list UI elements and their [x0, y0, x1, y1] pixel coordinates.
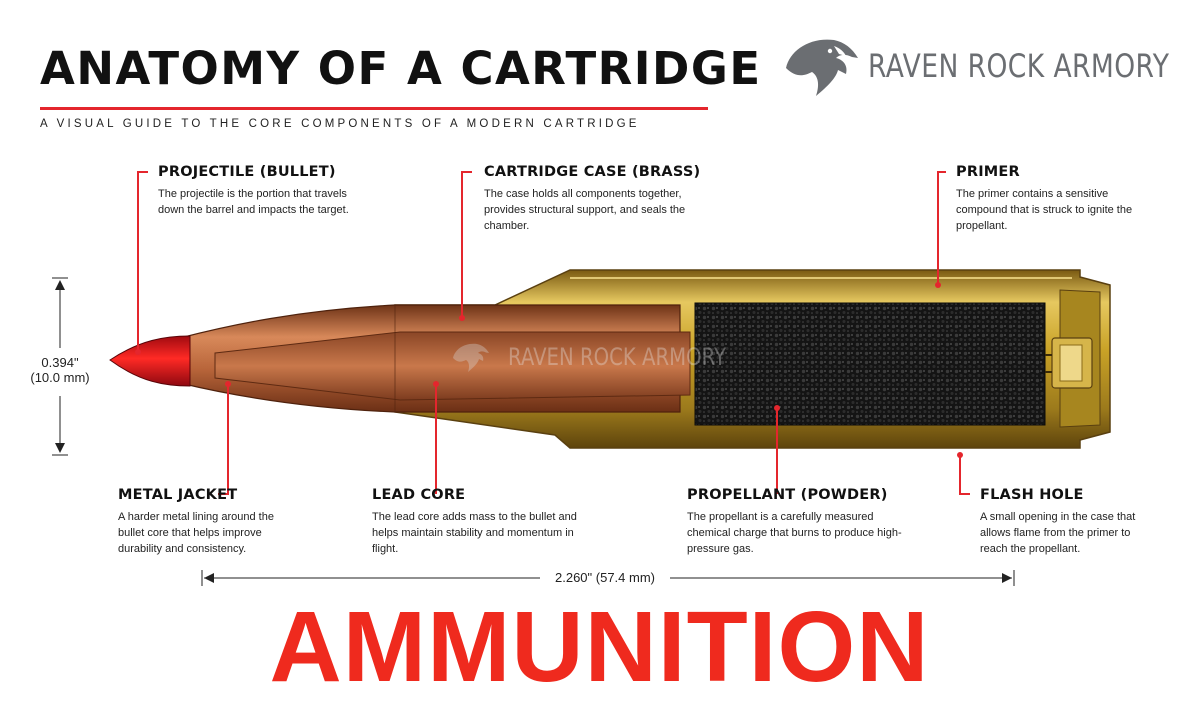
dimension-lines — [52, 277, 1015, 586]
callout-lead-core: LEAD CORE The lead core adds mass to the… — [372, 487, 577, 557]
diameter-inches: 0.394" — [41, 355, 79, 370]
leader-primer — [937, 171, 946, 285]
brand-watermark: RAVEN ROCK ARMORY — [448, 340, 768, 376]
primer — [1045, 337, 1093, 389]
lead-core-body — [214, 331, 691, 401]
callout-title: PROPELLANT (POWDER) — [687, 487, 888, 503]
watermark-text: RAVEN ROCK ARMORY — [508, 343, 727, 371]
callout-propellant: PROPELLANT (POWDER) The propellant is a … — [687, 487, 902, 557]
brand-name: RAVEN ROCK ARMORY — [868, 47, 1170, 85]
callout-leaders — [137, 171, 970, 495]
callout-text: A small opening in the case that allows … — [980, 511, 1136, 555]
callout-projectile: PROJECTILE (BULLET) The projectile is th… — [158, 164, 358, 218]
title-underline — [40, 107, 708, 110]
callout-text: A harder metal lining around the bullet … — [118, 511, 274, 555]
callout-text: The projectile is the portion that trave… — [158, 188, 349, 216]
leader-dots — [135, 282, 963, 458]
projectile — [109, 304, 691, 413]
leader-jacket — [218, 384, 229, 495]
page-subtitle: A VISUAL GUIDE TO THE CORE COMPONENTS OF… — [40, 118, 640, 130]
callout-title: PROJECTILE (BULLET) — [158, 164, 336, 180]
callout-title: FLASH HOLE — [980, 487, 1084, 503]
callout-text: The lead core adds mass to the bullet an… — [372, 511, 577, 555]
callout-text: The primer contains a sensitive compound… — [956, 188, 1133, 232]
headline: AMMUNITION — [269, 591, 930, 703]
callout-text: The case holds all components together, … — [484, 188, 686, 232]
diameter-label: 0.394" (10.0 mm) — [10, 355, 110, 385]
propellant-charge — [694, 302, 1046, 426]
diameter-mm: (10.0 mm) — [30, 370, 90, 385]
callout-text: The propellant is a carefully measured c… — [687, 511, 902, 555]
watermark-raven-icon — [453, 343, 489, 372]
page-title: ANATOMY OF A CARTRIDGE — [40, 42, 762, 95]
brand-logo — [786, 39, 858, 96]
callout-cartridge-case: CARTRIDGE CASE (BRASS) The case holds al… — [484, 164, 701, 234]
leader-flash-hole — [959, 455, 970, 495]
leader-projectile — [137, 171, 148, 352]
callout-flash-hole: FLASH HOLE A small opening in the case t… — [980, 487, 1155, 557]
callout-primer: PRIMER The primer contains a sensitive c… — [956, 164, 1136, 234]
callout-title: METAL JACKET — [118, 487, 238, 503]
leader-case — [461, 171, 472, 318]
callout-title: LEAD CORE — [372, 487, 466, 503]
callout-metal-jacket: METAL JACKET A harder metal lining aroun… — [118, 487, 303, 557]
raven-head-icon — [786, 39, 858, 96]
callout-title: CARTRIDGE CASE (BRASS) — [484, 164, 701, 180]
length-label: 2.260" (57.4 mm) — [555, 570, 655, 585]
callout-title: PRIMER — [956, 164, 1020, 180]
